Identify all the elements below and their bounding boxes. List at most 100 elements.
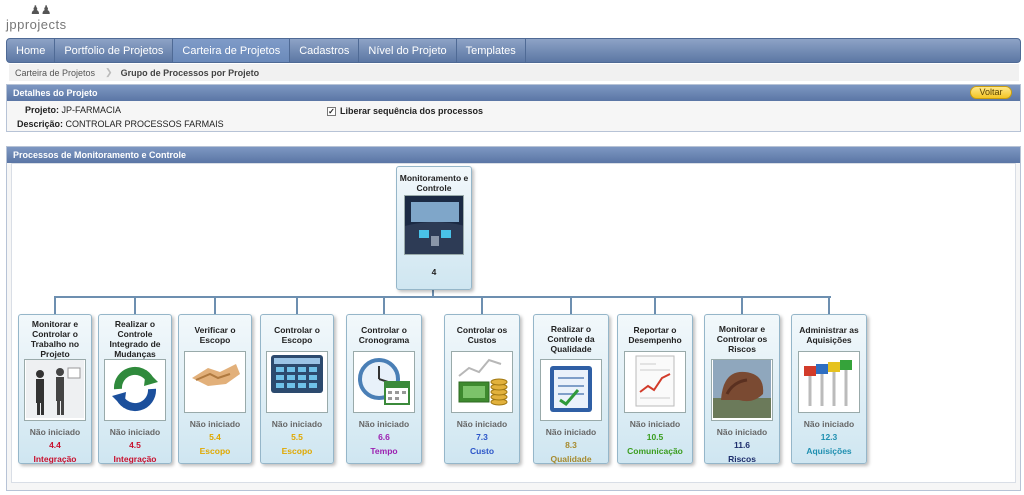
logo: ♟♟ jpprojects bbox=[6, 3, 76, 35]
process-knowledge-area: Escopo bbox=[199, 446, 231, 456]
process-card-title: Verificar o Escopo bbox=[194, 324, 236, 345]
nav-portfolio[interactable]: Portfolio de Projetos bbox=[55, 39, 174, 62]
card-connector bbox=[654, 296, 656, 314]
colored-pins-icon bbox=[798, 351, 860, 413]
process-status: Não iniciado bbox=[456, 419, 508, 429]
root-process-card[interactable]: Monitoramento e Controle 4 bbox=[396, 166, 472, 290]
processes-title: Processos de Monitoramento e Controle bbox=[13, 150, 187, 160]
details-body: Projeto: JP-FARMACIA Descrição: CONTROLA… bbox=[7, 101, 1020, 131]
process-status: Não iniciado bbox=[545, 427, 597, 437]
nav-nivel-projeto[interactable]: Nível do Projeto bbox=[359, 39, 457, 62]
breadcrumb: Carteira de Projetos ❯ Grupo de Processo… bbox=[9, 64, 1019, 81]
details-panel: Detalhes do Projeto Voltar Projeto: JP-F… bbox=[6, 84, 1021, 132]
release-sequence-label: Liberar sequência dos processos bbox=[340, 106, 484, 116]
card-connector bbox=[828, 296, 830, 314]
process-status: Não iniciado bbox=[271, 419, 323, 429]
process-card-title: Realizar o Controle Integrado de Mudança… bbox=[109, 318, 161, 359]
process-status: Não iniciado bbox=[803, 419, 855, 429]
process-knowledge-area: Comunicação bbox=[627, 446, 683, 456]
process-code: 8.3 bbox=[565, 440, 577, 450]
control-panel-icon bbox=[266, 351, 328, 413]
card-connector bbox=[481, 296, 483, 314]
process-status: Não iniciado bbox=[189, 419, 241, 429]
description-label: Descrição: bbox=[17, 119, 64, 129]
main-navbar: Home Portfolio de Projetos Carteira de P… bbox=[6, 38, 1021, 63]
cockpit-icon bbox=[404, 195, 464, 255]
process-code: 11.6 bbox=[733, 440, 751, 450]
process-status: Não iniciado bbox=[109, 427, 161, 437]
rock-risk-icon bbox=[711, 359, 773, 421]
money-coins-icon bbox=[451, 351, 513, 413]
breadcrumb-parent[interactable]: Carteira de Projetos bbox=[15, 67, 96, 78]
card-connector bbox=[134, 296, 136, 314]
process-card-title: Controlar o Cronograma bbox=[358, 324, 410, 345]
quality-clipboard-icon bbox=[540, 359, 602, 421]
process-code: 12.3 bbox=[820, 432, 838, 442]
card-connector bbox=[54, 296, 56, 314]
processes-header: Processos de Monitoramento e Controle bbox=[7, 147, 1020, 163]
process-status: Não iniciado bbox=[29, 427, 81, 437]
process-knowledge-area: Tempo bbox=[370, 446, 398, 456]
details-header: Detalhes do Projeto Voltar bbox=[7, 85, 1020, 101]
card-connector bbox=[741, 296, 743, 314]
description-value: CONTROLAR PROCESSOS FARMAIS bbox=[65, 119, 224, 129]
process-status: Não iniciado bbox=[716, 427, 768, 437]
logo-text: jpprojects bbox=[6, 17, 67, 32]
horizontal-connector bbox=[55, 296, 831, 298]
process-card[interactable]: Monitorar e Controlar o Trabalho no Proj… bbox=[18, 314, 92, 464]
process-card-title: Controlar o Escopo bbox=[274, 324, 320, 345]
process-card[interactable]: Realizar o Controle Integrado de Mudança… bbox=[98, 314, 172, 464]
process-code: 7.3 bbox=[476, 432, 488, 442]
process-knowledge-area: Aquisições bbox=[806, 446, 852, 456]
project-row: Projeto: JP-FARMACIA bbox=[25, 105, 121, 115]
description-row: Descrição: CONTROLAR PROCESSOS FARMAIS bbox=[17, 119, 224, 129]
nav-home[interactable]: Home bbox=[7, 39, 56, 62]
process-code: 5.5 bbox=[291, 432, 303, 442]
card-connector bbox=[570, 296, 572, 314]
handshake-icon bbox=[184, 351, 246, 413]
process-knowledge-area: Custo bbox=[469, 446, 495, 456]
process-card-title: Realizar o Controle da Qualidade bbox=[547, 323, 595, 354]
nav-cadastros[interactable]: Cadastros bbox=[290, 39, 360, 62]
process-code: 10.5 bbox=[646, 432, 664, 442]
nav-templates[interactable]: Templates bbox=[457, 39, 526, 62]
release-sequence-checkbox[interactable]: ✓ bbox=[327, 106, 336, 116]
process-knowledge-area: Integração bbox=[113, 454, 157, 464]
root-card-number: 4 bbox=[431, 267, 437, 277]
process-status: Não iniciado bbox=[358, 419, 410, 429]
nav-carteira[interactable]: Carteira de Projetos bbox=[173, 39, 291, 62]
process-card-title: Reportar o Desempenho bbox=[628, 324, 682, 345]
process-card-title: Monitorar e Controlar os Riscos bbox=[716, 323, 768, 354]
breadcrumb-current: Grupo de Processos por Projeto bbox=[120, 67, 260, 78]
process-knowledge-area: Integração bbox=[33, 454, 77, 464]
people-logo-icon: ♟♟ bbox=[30, 3, 52, 17]
refresh-arrows-icon bbox=[104, 359, 166, 421]
process-card-title: Controlar os Custos bbox=[456, 324, 508, 345]
clock-calendar-icon bbox=[353, 351, 415, 413]
card-connector bbox=[383, 296, 385, 314]
project-label: Projeto: bbox=[25, 105, 60, 115]
chevron-right-icon: ❯ bbox=[105, 67, 113, 77]
process-code: 5.4 bbox=[209, 432, 221, 442]
process-knowledge-area: Escopo bbox=[281, 446, 313, 456]
process-code: 4.5 bbox=[129, 440, 141, 450]
release-sequence-option[interactable]: ✓ Liberar sequência dos processos bbox=[327, 106, 483, 116]
process-code: 6.6 bbox=[378, 432, 390, 442]
business-people-icon bbox=[24, 359, 86, 421]
process-card-title: Monitorar e Controlar o Trabalho no Proj… bbox=[30, 318, 80, 359]
project-value: JP-FARMACIA bbox=[61, 105, 122, 115]
process-knowledge-area: Riscos bbox=[728, 454, 756, 464]
processes-panel: Processos de Monitoramento e Controle Mo… bbox=[6, 146, 1021, 491]
back-button[interactable]: Voltar bbox=[970, 86, 1012, 99]
process-tree: Monitoramento e Controle 4 Monitorar e C… bbox=[11, 163, 1016, 483]
card-connector bbox=[296, 296, 298, 314]
process-knowledge-area: Qualidade bbox=[550, 454, 592, 464]
